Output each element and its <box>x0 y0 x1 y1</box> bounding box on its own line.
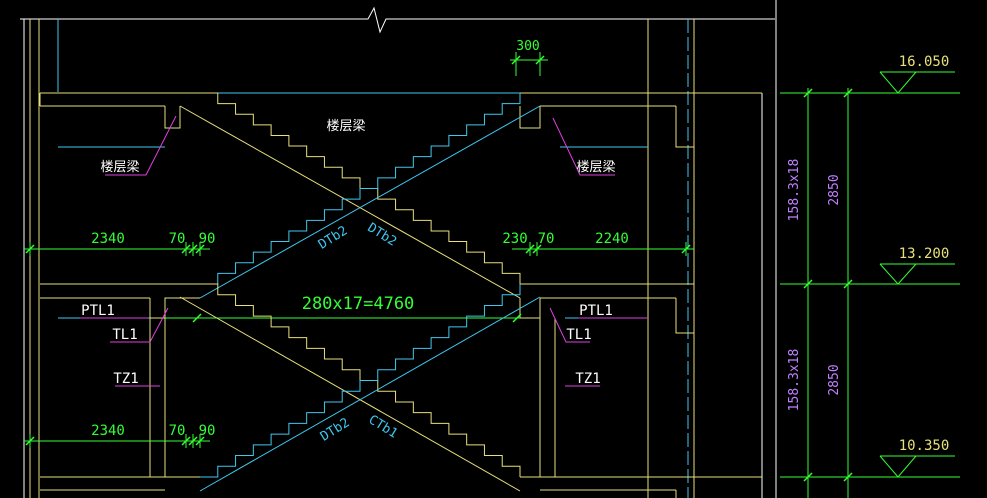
upper-flight-ascending-soffit <box>199 105 541 299</box>
dim-left-gap-lower-b: 90 <box>199 423 216 439</box>
tz1-posts <box>149 318 556 477</box>
dim-left-gap-upper-a: 70 <box>169 231 186 247</box>
lower-flight-descending-soffit <box>179 296 521 492</box>
lower-flight-ascending-steps <box>200 284 521 478</box>
riser-upper: 158.3x18 <box>787 159 802 222</box>
riser-lower: 158.3x18 <box>787 349 802 412</box>
dim-left-gap-upper-b: 90 <box>199 231 216 247</box>
dim-left-landing-lower: 2340 <box>91 423 125 439</box>
label-ptl1-left: PTL1 <box>81 303 115 319</box>
dim-left-landing-upper: 2340 <box>91 231 125 247</box>
height-upper: 2850 <box>827 174 842 205</box>
elevation-mid: 13.200 <box>899 246 950 262</box>
label-floor-beam-center: 楼层梁 <box>326 119 365 134</box>
upper-flight-ascending-steps <box>200 93 521 285</box>
dim-right-gap-upper-a: 230 <box>502 231 527 247</box>
label-floor-beam-left: 楼层梁 <box>100 160 139 175</box>
label-tl1-right: TL1 <box>566 327 591 343</box>
break-line-top <box>20 6 775 34</box>
dim-top-tread: 300 <box>516 39 539 54</box>
elevation-top: 16.050 <box>899 54 950 70</box>
stair-flights <box>179 92 541 492</box>
label-tl1-left: TL1 <box>112 327 137 343</box>
height-lower: 2850 <box>827 364 842 395</box>
flight-run-total: 280x17=4760 <box>302 294 415 314</box>
upper-slab <box>39 92 762 148</box>
label-tz1-right: TZ1 <box>575 371 600 387</box>
dim-right-landing-upper: 2240 <box>595 231 629 247</box>
label-ptl1-right: PTL1 <box>579 303 613 319</box>
lower-slab <box>40 476 762 498</box>
dim-left-gap-lower-a: 70 <box>169 423 186 439</box>
elevation-markers <box>879 71 955 478</box>
lower-flight-ascending-soffit <box>199 296 541 492</box>
wall-columns <box>29 19 763 498</box>
dimension-lines <box>24 52 960 498</box>
upper-flight-descending-soffit <box>179 105 521 299</box>
dimension-ticks <box>25 55 853 482</box>
label-tz1-left: TZ1 <box>113 371 138 387</box>
dim-right-gap-upper-b: 70 <box>538 231 555 247</box>
leader-lines <box>80 115 648 387</box>
label-floor-beam-right: 楼层梁 <box>576 160 615 175</box>
elevation-bottom: 10.350 <box>899 438 950 454</box>
frame-lines <box>20 0 777 498</box>
labels: 300 楼层梁 楼层梁 楼层梁 2340 70 90 230 70 2240 D… <box>81 39 949 454</box>
